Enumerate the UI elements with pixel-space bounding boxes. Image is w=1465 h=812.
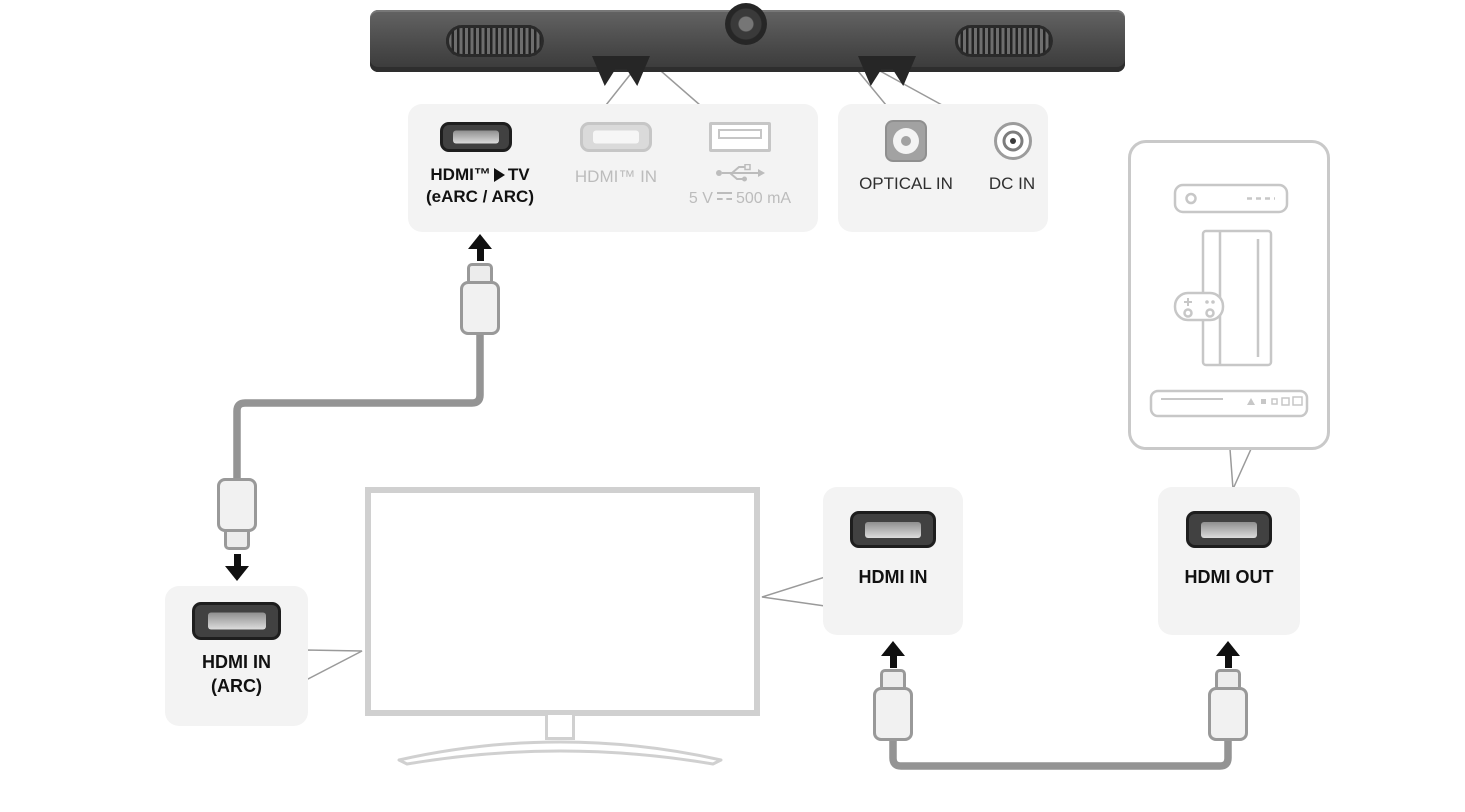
arrow-head <box>225 566 249 581</box>
usb-symbol-icon <box>716 164 765 182</box>
hdmi-cable-soundbar-to-tv <box>233 328 484 483</box>
tv-illustration <box>365 487 760 716</box>
optical-port-icon <box>885 120 927 162</box>
hdmi-in-arc-label-line1: HDMI IN <box>202 652 271 672</box>
blu-ray-player-icon <box>1149 389 1309 418</box>
soundbar-speaker-grille-left <box>446 25 544 57</box>
earc-arc-label: (eARC / ARC) <box>426 187 534 206</box>
soundbar-speaker-grille-right <box>955 25 1053 57</box>
callout-pointer-soundbar-left <box>604 70 703 106</box>
usb-rating-suffix: 500 mA <box>735 190 792 207</box>
hdmi-connector-device-out <box>1208 669 1248 741</box>
arrow-head <box>881 641 905 656</box>
hdmi-plug-body <box>217 478 257 532</box>
tv-stand-neck <box>545 715 575 740</box>
dc-port-icon <box>994 122 1032 160</box>
tv-hdmi-arc-panel: HDMI IN (ARC) <box>165 586 308 726</box>
up-arrow-icon <box>468 234 492 261</box>
hdmi-in-port-icon <box>580 122 652 152</box>
game-console-icon <box>1173 229 1273 367</box>
hdmi-plug-tip <box>880 669 906 687</box>
hdmi-port-slot <box>453 130 499 144</box>
hdmi-tv-label-suffix: TV <box>507 165 530 184</box>
hdmi-connector-soundbar <box>460 263 500 335</box>
arrow-stem <box>476 249 484 261</box>
soundbar-ports-panel: HDMI™ TV (eARC / ARC) HDMI™ IN 5 V 500 mA <box>408 104 818 232</box>
dc-in-label: DC IN <box>988 174 1036 193</box>
callout-pointer-tv-to-hdmi-in <box>761 575 826 607</box>
hdmi-plug-body <box>1208 687 1248 741</box>
usb-rating-label: 5 V 500 mA <box>666 188 814 210</box>
hdmi-plug-body <box>460 281 500 335</box>
hdmi-port-icon <box>192 602 281 640</box>
dc-symbol-icon <box>716 192 732 202</box>
hdmi-connector-tv-arc <box>217 478 257 550</box>
arrow-stem <box>889 656 897 668</box>
arrow-stem <box>233 554 241 566</box>
hdmi-port-slot <box>1201 521 1257 538</box>
down-arrow-icon <box>225 554 249 581</box>
hdmi-port-slot <box>865 521 921 538</box>
hdmi-tv-label: HDMI™ TV <box>410 164 550 186</box>
hdmi-in-arc-label-line2: (ARC) <box>211 676 262 696</box>
optical-in-label: OPTICAL IN <box>859 174 953 193</box>
optical-port-core <box>901 136 911 146</box>
hdmi-port-icon <box>850 511 936 548</box>
device-hdmi-out-panel: HDMI OUT <box>1158 487 1300 635</box>
hdmi-connector-tv-in <box>873 669 913 741</box>
hdmi-out-label: HDMI OUT <box>1184 567 1274 587</box>
hdmi-plug-tip <box>1215 669 1241 687</box>
usb-port-slot <box>718 129 762 139</box>
callout-pointer-arc-to-tv <box>305 649 363 682</box>
soundbar-knob <box>725 3 767 45</box>
external-devices-box <box>1128 140 1330 450</box>
tv-hdmi-in-panel: HDMI IN <box>823 487 963 635</box>
dc-port-pin <box>1010 138 1016 144</box>
devices-illustration <box>1149 183 1309 418</box>
right-triangle-icon <box>493 168 505 182</box>
hdmi-arc-port-icon <box>440 122 512 152</box>
soundbar-illustration <box>370 3 1125 86</box>
hdmi-tv-label-prefix: HDMI™ <box>430 165 491 184</box>
hdmi-cable-device-to-tv <box>889 735 1232 770</box>
set-top-box-icon <box>1173 183 1289 214</box>
callout-pointer-devices-to-hdmi-out <box>1229 448 1253 490</box>
hdmi-plug-body <box>873 687 913 741</box>
hdmi-in-gray-label: HDMI™ IN <box>574 167 658 186</box>
usb-rating-prefix: 5 V <box>688 190 713 207</box>
arrow-stem <box>1224 656 1232 668</box>
hdmi-plug-tip <box>467 263 493 281</box>
hdmi-port-slot <box>593 130 639 144</box>
rear-connections-panel: OPTICAL IN DC IN <box>838 104 1048 232</box>
up-arrow-icon <box>1216 641 1240 668</box>
hdmi-port-slot <box>207 612 266 630</box>
hdmi-port-icon <box>1186 511 1272 548</box>
arrow-head <box>1216 641 1240 656</box>
hdmi-plug-tip <box>224 532 250 550</box>
up-arrow-icon <box>881 641 905 668</box>
usb-port-icon <box>709 122 771 152</box>
arrow-head <box>468 234 492 249</box>
tv-stand-base <box>397 740 723 766</box>
hdmi-in-label: HDMI IN <box>858 567 928 587</box>
